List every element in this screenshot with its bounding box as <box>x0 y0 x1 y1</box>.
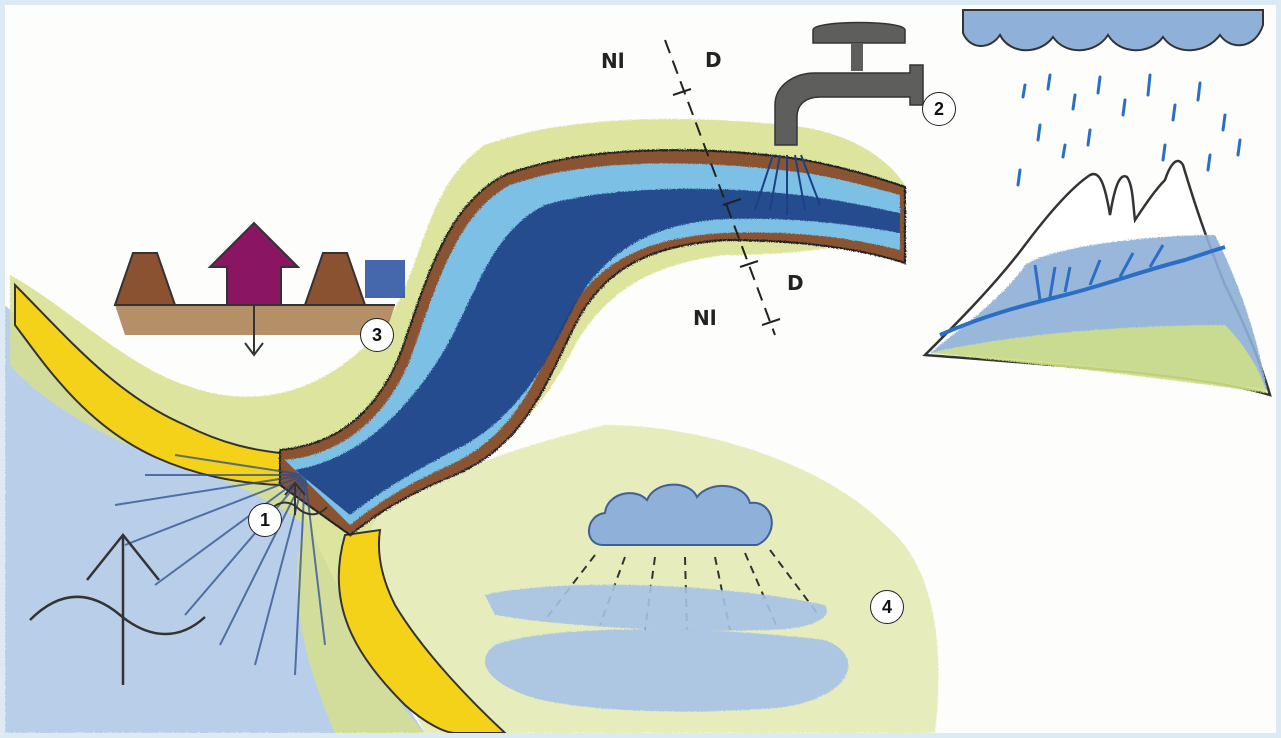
marker-1: 1 <box>248 503 282 537</box>
mountain-rain <box>1018 75 1240 185</box>
marker-2: 2 <box>922 92 956 126</box>
label-nl-top: Nl <box>601 49 625 73</box>
label-d-top: D <box>705 48 722 72</box>
lake <box>485 585 848 712</box>
marker-3: 3 <box>360 318 394 352</box>
groundwater-illustration: Nl D D Nl <box>5 5 1276 733</box>
marker-4: 4 <box>870 590 904 624</box>
label-nl-bottom: Nl <box>693 306 717 330</box>
mountain-icon <box>925 161 1270 395</box>
mountain-cloud-icon <box>963 10 1263 50</box>
label-d-bottom: D <box>787 271 804 295</box>
tap-icon <box>775 23 923 146</box>
